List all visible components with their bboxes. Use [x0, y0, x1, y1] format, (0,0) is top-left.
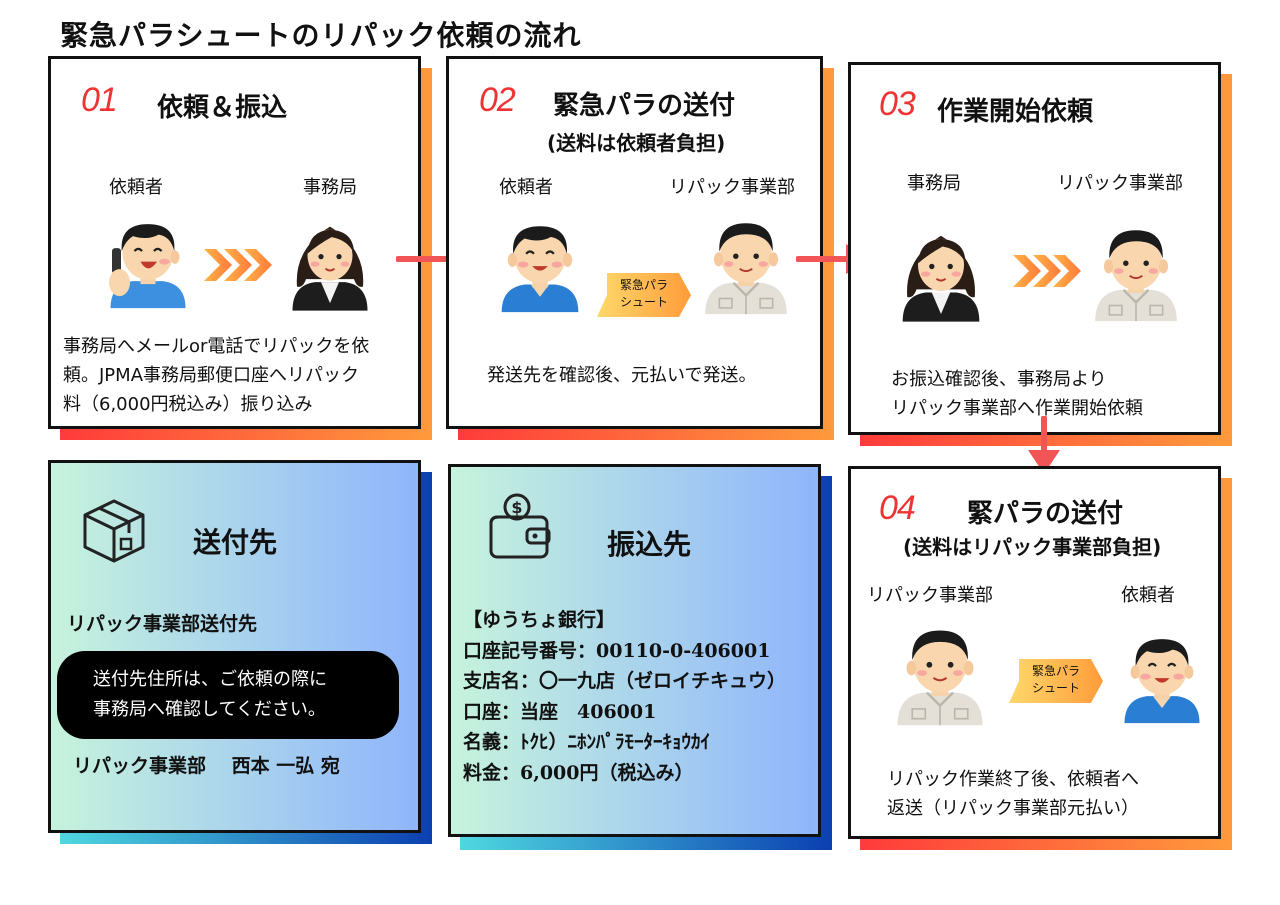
shipping-note: 送付先住所は、ご依頼の際に 事務局へ確認してください。	[57, 651, 399, 739]
shipping-note-line: 送付先住所は、ご依頼の際に	[93, 669, 327, 690]
parachute-parcel-tag: 緊急パラ シュート	[1009, 659, 1103, 703]
step-01-card: 01 依頼＆振込 依頼者 事務局 事務局へメールor電話でリパックを依 頼。JP…	[48, 56, 421, 429]
payment-box: $ 振込先 【ゆうちょ銀行】 口座記号番号：00110-0-406001 支店名…	[448, 464, 821, 837]
step-01-description: 事務局へメールor電話でリパックを依 頼。JPMA事務局郵便口座へリパック 料（…	[63, 332, 413, 419]
wallet-icon: $	[489, 493, 551, 559]
bank-detail-line: 【ゆうちょ銀行】	[463, 609, 616, 631]
description-line: 返送（リパック事業部元払い）	[887, 798, 1139, 819]
repack-worker-icon	[704, 222, 788, 316]
parachute-parcel-tag: 緊急パラ シュート	[597, 273, 691, 317]
step-01-heading: 依頼＆振込	[157, 93, 288, 123]
page-title: 緊急パラシュートのリパック依頼の流れ	[60, 19, 582, 52]
bank-detail-line: 名義：ﾄｸﾋ）ﾆﾎﾝﾊﾟﾗﾓｰﾀｰｷｮｳｶｲ	[463, 731, 711, 753]
parcel-label-line: 緊急パラ	[1031, 664, 1080, 678]
step-01-left-role: 依頼者	[109, 177, 163, 198]
step-02-subheading: (送料は依頼者負担)	[547, 131, 726, 155]
flow-arrow-down-icon	[1028, 416, 1060, 474]
bank-details: 【ゆうちょ銀行】 口座記号番号：00110-0-406001 支店名：〇一九店（…	[463, 605, 819, 788]
svg-text:$: $	[511, 498, 522, 517]
payment-heading: 振込先	[607, 528, 692, 561]
step-04-number: 04	[879, 489, 916, 527]
description-line: リパック事業部へ作業開始依頼	[891, 398, 1143, 419]
chevron-right-icon	[1013, 255, 1081, 287]
description-line: 事務局へメールor電話でリパックを依	[63, 336, 370, 357]
step-02-number: 02	[479, 81, 516, 119]
chevron-right-icon	[204, 249, 272, 281]
description-line: お振込確認後、事務局より	[891, 369, 1107, 390]
step-03-left-role: 事務局	[907, 173, 961, 194]
step-02-right-role: リパック事業部	[669, 177, 795, 198]
repack-worker-icon	[896, 629, 984, 727]
shipping-destination-label: リパック事業部送付先	[67, 613, 258, 635]
bank-detail-line: 口座：当座 406001	[463, 700, 657, 723]
step-04-left-role: リパック事業部	[867, 585, 993, 606]
step-02-card: 02 緊急パラの送付 (送料は依頼者負担) 依頼者 リパック事業部 緊急パラ シ…	[446, 56, 823, 429]
requester-icon	[500, 225, 580, 314]
step-02-heading: 緊急パラの送付	[553, 91, 736, 121]
step-03-right-role: リパック事業部	[1057, 173, 1183, 194]
shipping-note-line: 事務局へ確認してください。	[93, 699, 326, 720]
bank-detail-line: 支店名：〇一九店（ゼロイチキュウ）	[463, 670, 787, 692]
office-staff-icon	[901, 234, 981, 323]
step-03-heading: 作業開始依頼	[937, 97, 1094, 127]
step-04-right-role: 依頼者	[1121, 585, 1175, 606]
description-line: リパック作業終了後、依頼者へ	[887, 769, 1139, 790]
bank-detail-line: 料金：6,000円（税込み）	[463, 761, 694, 784]
parcel-label-line: 緊急パラ	[619, 278, 668, 292]
step-03-description: お振込確認後、事務局より リパック事業部へ作業開始依頼	[891, 365, 1211, 423]
description-line: 料（6,000円税込み）振り込み	[63, 394, 313, 415]
requester-on-phone-icon	[107, 223, 187, 310]
description-line: 発送先を確認後、元払いで発送。	[487, 365, 757, 386]
bank-detail-line: 口座記号番号：00110-0-406001	[463, 639, 771, 662]
office-staff-icon	[291, 225, 369, 312]
shipping-addressee: リパック事業部 西本 一弘 宛	[73, 755, 340, 777]
shipping-box: 送付先 リパック事業部送付先 送付先住所は、ご依頼の際に 事務局へ確認してくださ…	[48, 460, 421, 833]
description-line: 頼。JPMA事務局郵便口座へリパック	[63, 365, 360, 386]
step-02-description: 発送先を確認後、元払いで発送。	[487, 361, 807, 390]
parcel-label-line: シュート	[619, 295, 668, 309]
step-04-heading: 緊パラの送付	[967, 499, 1124, 529]
shipping-heading: 送付先	[193, 526, 278, 559]
step-01-number: 01	[81, 81, 118, 119]
package-box-icon	[83, 499, 145, 563]
step-03-number: 03	[879, 85, 916, 123]
step-02-left-role: 依頼者	[499, 177, 553, 198]
step-04-card: 04 緊パラの送付 (送料はリパック事業部負担) リパック事業部 依頼者 緊急パ…	[848, 466, 1221, 839]
step-04-description: リパック作業終了後、依頼者へ 返送（リパック事業部元払い）	[887, 765, 1207, 823]
step-03-card: 03 作業開始依頼 事務局 リパック事業部 お振込確認後、事務局より リパック事…	[848, 62, 1221, 435]
step-04-subheading: (送料はリパック事業部負担)	[903, 535, 1162, 559]
parcel-label-line: シュート	[1031, 681, 1080, 695]
step-01-right-role: 事務局	[303, 177, 357, 198]
requester-icon	[1123, 638, 1201, 725]
repack-worker-icon	[1094, 229, 1178, 323]
